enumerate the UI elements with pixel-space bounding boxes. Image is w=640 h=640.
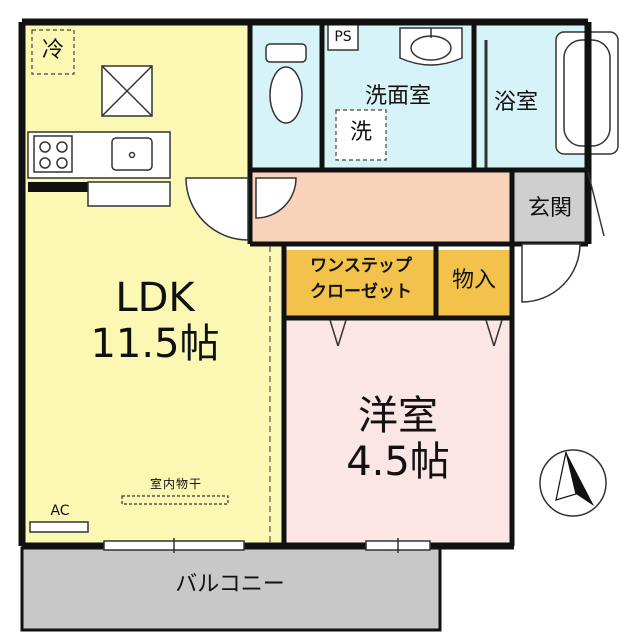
- kitchen-lower-counter: [87, 181, 171, 207]
- doors: [185, 177, 581, 347]
- balcony-label: バルコニー: [175, 572, 285, 597]
- balcony-windows: [103, 538, 431, 553]
- washroom-label: 洗面室: [364, 84, 432, 109]
- fridge-space: [31, 29, 75, 75]
- toilet-icon: [265, 43, 307, 124]
- pipe-space-label: PS: [334, 29, 352, 45]
- storage-label: 物入: [451, 268, 497, 293]
- washbasin-icon: [399, 27, 463, 66]
- storage-floor: [436, 250, 512, 316]
- ldk-room-name: LDK: [115, 275, 195, 321]
- kitchen-lower-shelf: [28, 182, 88, 192]
- indoor-drying-pole: [121, 495, 229, 505]
- western-room-name: 洋室: [358, 393, 438, 439]
- balcony-area: [20, 546, 442, 632]
- entrance-step: [587, 171, 605, 237]
- kitchen-sink-icon: [111, 137, 153, 171]
- ldk-room-size: 11.5帖: [90, 321, 220, 367]
- closet-label-line2: クローゼット: [310, 282, 412, 302]
- bathroom-label: 浴室: [493, 90, 539, 115]
- entrance-label: 玄関: [527, 196, 573, 221]
- western-room-size: 4.5帖: [346, 439, 450, 485]
- kitchen-counter: [27, 131, 171, 179]
- western-room-floor: [286, 318, 514, 546]
- pipe-space: [327, 23, 359, 51]
- entrance-floor: [512, 170, 588, 244]
- washer-symbol: 洗: [349, 120, 373, 145]
- indoor-drying-label: 室内物干: [149, 477, 203, 491]
- ac-label: AC: [50, 503, 70, 519]
- washer-space: [335, 109, 387, 161]
- ldk-floor: [22, 22, 286, 546]
- closet-floor: [286, 250, 436, 316]
- interior-walls: [247, 22, 588, 546]
- fridge-symbol: 冷: [41, 38, 65, 63]
- ac-unit: [29, 521, 89, 533]
- north-arrow-icon: [539, 449, 607, 517]
- closet-label-line1: ワンステップ: [310, 256, 412, 276]
- storage-box-icon: [101, 65, 153, 117]
- stove-icon: [33, 135, 73, 173]
